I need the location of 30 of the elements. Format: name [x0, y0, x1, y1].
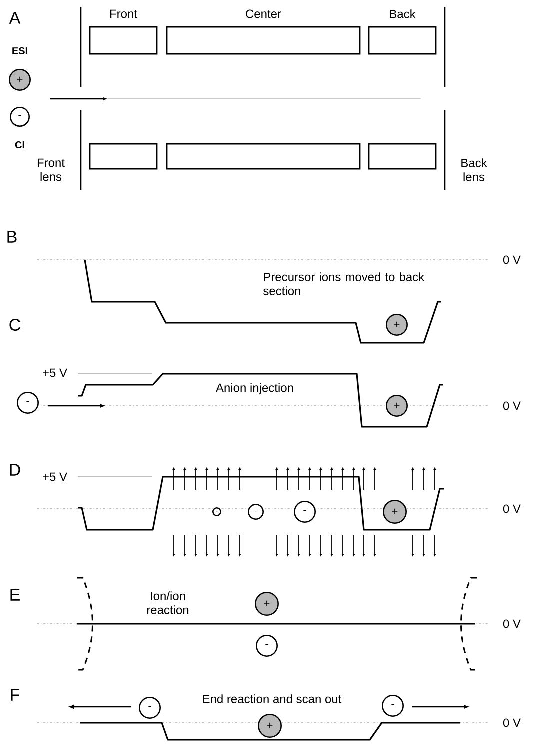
panel-letter: F: [11, 689, 20, 701]
annotation: End reaction and scan out: [203, 694, 342, 704]
voltage-label: 0 V: [503, 256, 521, 264]
voltage-label: +5 V: [43, 472, 68, 482]
annotation: Anion injection: [216, 383, 294, 395]
voltage-label: 0 V: [503, 504, 521, 514]
annotation: Ion/ion reaction: [147, 592, 189, 614]
electrode-box: Center: [166, 10, 361, 55]
voltage-label: 0 V: [503, 718, 521, 728]
panel-letter: A: [9, 12, 21, 24]
lens-label: Back lens: [462, 158, 488, 182]
electrode-box: Back: [368, 10, 437, 55]
node-label: Back: [390, 10, 416, 18]
panel-letter: E: [10, 589, 20, 601]
source-label: CI: [15, 141, 24, 149]
voltage-label: 0 V: [503, 620, 521, 628]
panel-letter: D: [10, 464, 20, 476]
electrode-box: [89, 143, 158, 170]
voltage-label: +5 V: [43, 368, 68, 378]
source-label: ESI: [12, 47, 28, 55]
electrode-box: Front: [89, 10, 158, 55]
node-label: Front: [110, 10, 138, 18]
lens-label: Front lens: [38, 158, 65, 182]
panel-letter: B: [8, 231, 17, 243]
electrode-box: [166, 143, 361, 170]
electrode-box: [368, 143, 437, 170]
voltage-label: 0 V: [503, 402, 521, 410]
panel-letter: C: [10, 318, 20, 332]
annotation: Precursor ions moved to back section: [264, 272, 425, 296]
node-label: Center: [246, 10, 282, 18]
